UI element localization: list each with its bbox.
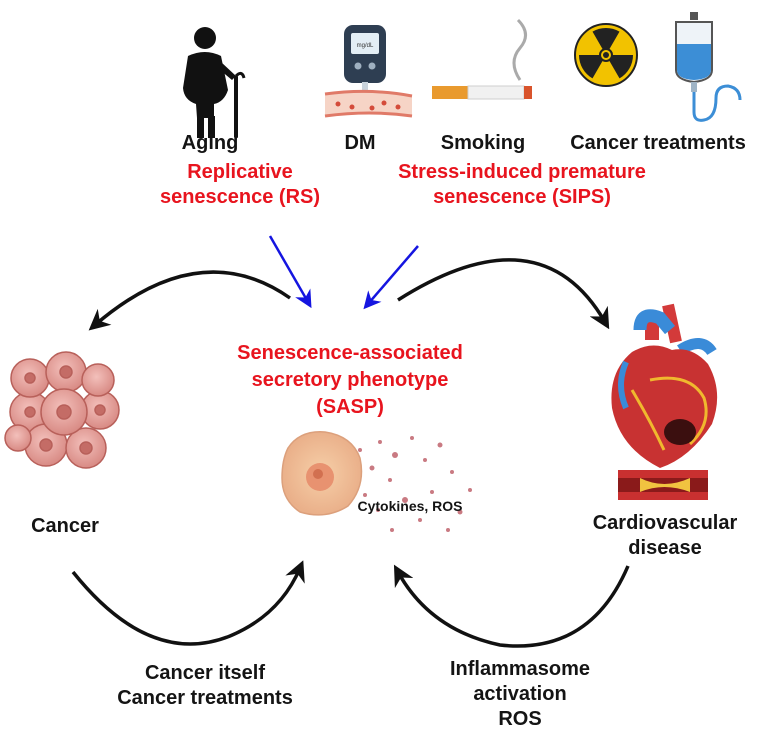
cause-cancer-treatments: Cancer treatments [570, 132, 746, 154]
arrow-rs-to-sasp [268, 235, 312, 309]
secreted-label: Cytokines, ROS [357, 498, 463, 514]
cause-smoking: Smoking [440, 132, 526, 154]
rs-label: Replicative senescence (RS) [140, 160, 340, 210]
feedback-right-label: Inflammasome activation ROS [420, 657, 620, 732]
arrow-cancer-feedback [71, 560, 305, 646]
feedback-left-line2: Cancer treatments [117, 687, 293, 709]
arrow-senescence-to-cvd [397, 258, 610, 330]
feedback-right-line3: ROS [498, 708, 542, 730]
heart-icon [611, 303, 718, 468]
cancer-cells-icon [4, 351, 120, 469]
sips-line2: senescence (SIPS) [433, 186, 611, 208]
senescent-cell-icon [281, 431, 363, 516]
arrow-sips-to-sasp [363, 245, 419, 310]
glucometer-icon: mg/dL [324, 25, 413, 118]
secreted-particles [358, 436, 472, 532]
feedback-left-line1: Cancer itself [144, 662, 266, 684]
arrow-cvd-feedback [393, 564, 630, 648]
sasp-line3: (SASP) [316, 396, 384, 418]
arrow-senescence-to-cancer [88, 270, 292, 331]
sips-label: Stress-induced premature senescence (SIP… [372, 160, 672, 210]
elderly-person-icon [183, 27, 246, 138]
rs-line1: Replicative [187, 161, 293, 183]
rs-line2: senescence (RS) [159, 186, 321, 208]
cause-dm: DM [344, 132, 376, 154]
sips-line1: Stress-induced premature [398, 161, 646, 183]
radiation-icon [574, 23, 638, 87]
outcome-cvd: Cardiovascular disease [580, 511, 750, 561]
sasp-line2: secretory phenotype [251, 369, 449, 391]
outcome-cancer: Cancer [31, 515, 99, 537]
iv-bag-icon [675, 12, 742, 122]
feedback-right-line1: Inflammasome [449, 658, 591, 680]
artery-plaque-icon [618, 470, 708, 500]
feedback-left-label: Cancer itself Cancer treatments [80, 661, 330, 711]
glucometer-readout: mg/dL [357, 43, 374, 49]
feedback-right-line2: activation [473, 683, 567, 705]
outcome-cvd-line2: disease [628, 537, 702, 559]
cause-aging: Aging [181, 132, 239, 154]
sasp-line1: Senescence-associated [237, 342, 463, 364]
outcome-cvd-line1: Cardiovascular [592, 512, 738, 534]
cigarette-icon [432, 18, 532, 100]
sasp-label: Senescence-associated secretory phenotyp… [215, 340, 485, 421]
